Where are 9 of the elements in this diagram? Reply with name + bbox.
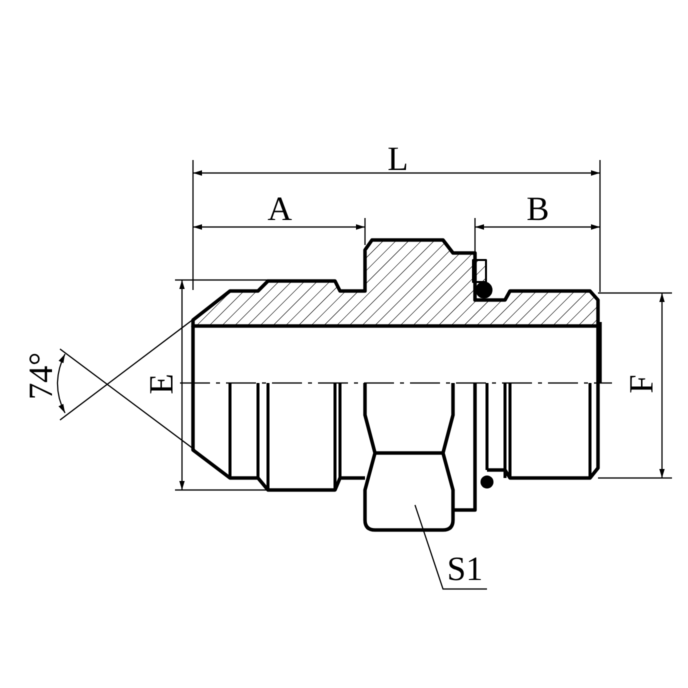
leader-line <box>414 504 487 590</box>
dimension-label: A <box>268 193 292 227</box>
part-label: S1 <box>447 553 483 587</box>
hex-nut-drawing <box>363 383 455 532</box>
dimension-label: E <box>144 374 179 394</box>
dimension-label: L <box>388 143 408 177</box>
dimension-label: B <box>526 193 550 227</box>
dimension-label: F <box>624 374 659 394</box>
dimension-label: 74° <box>24 352 59 400</box>
